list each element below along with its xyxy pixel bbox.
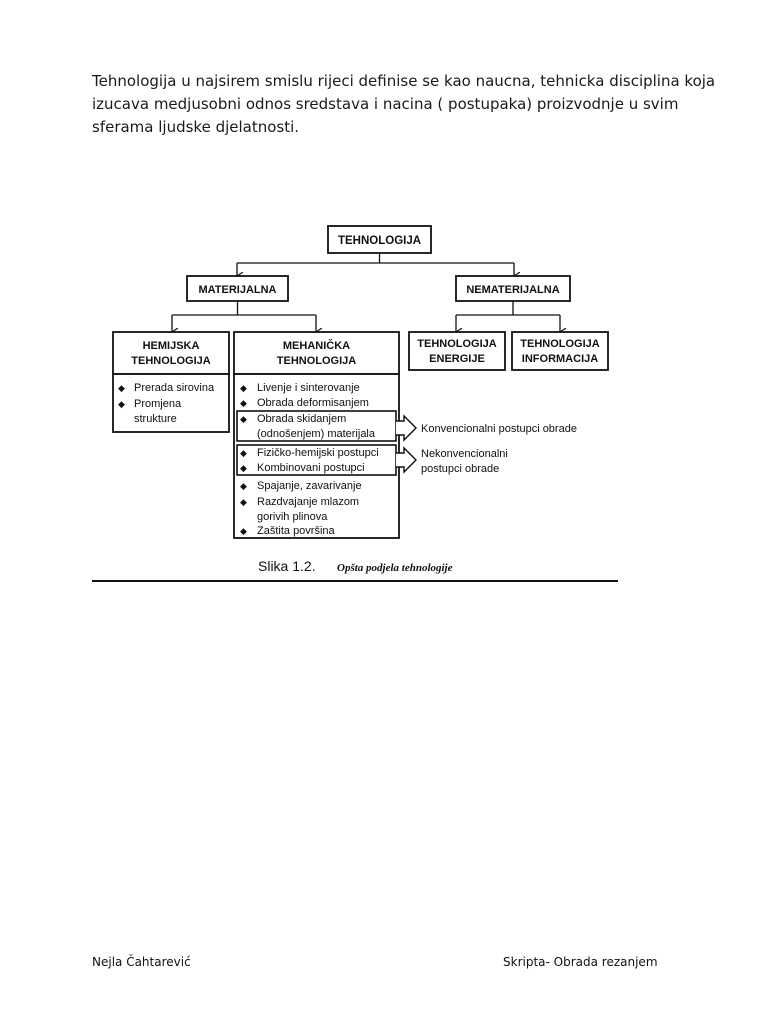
mehanicka-item: (odnošenjem) materijala <box>257 428 376 440</box>
konvencionalni-label: Konvencionalni postupci obrade <box>421 423 577 435</box>
energije-label-1: TEHNOLOGIJA <box>417 338 497 350</box>
nematerijalna-label: NEMATERIJALNA <box>466 284 559 296</box>
bullet-icon: ◆ <box>240 481 247 491</box>
bullet-icon: ◆ <box>118 399 125 409</box>
mehanicka-header-box <box>233 331 400 375</box>
bullet-icon: ◆ <box>240 398 247 408</box>
hemijska-list-box <box>112 373 230 433</box>
bullet-icon: ◆ <box>240 383 247 393</box>
informacija-box <box>511 331 609 371</box>
informacija-label-2: INFORMACIJA <box>522 353 598 365</box>
nekonvencionalni-arrow <box>396 446 417 474</box>
footer-author: Nejla Čahtarević <box>92 955 191 969</box>
intro-paragraph: Tehnologija u najsirem smislu rijeci def… <box>92 70 716 139</box>
mehanicka-label-1: MEHANIČKA <box>283 339 350 352</box>
nekonvencionalni-label-2: postupci obrade <box>421 463 499 475</box>
hemijska-item: Promjena <box>134 398 182 410</box>
connector-nematerijalna <box>456 301 560 332</box>
bullet-icon: ◆ <box>118 383 125 393</box>
intro-line: izucava medjusobni odnos sredstava i nac… <box>92 95 679 113</box>
intro-line: Tehnologija u najsirem smislu rijeci def… <box>92 72 716 90</box>
hemijska-item: strukture <box>134 413 177 425</box>
caption-text: Opšta podjela tehnologije <box>337 562 453 574</box>
connector-materijalna <box>172 301 316 332</box>
bullet-icon: ◆ <box>240 448 247 458</box>
mehanicka-item: Zaštita površina <box>257 525 336 537</box>
bullet-icon: ◆ <box>240 414 247 424</box>
energije-label-2: ENERGIJE <box>429 353 485 365</box>
bullet-icon: ◆ <box>240 463 247 473</box>
mehanicka-item: Livenje i sinterovanje <box>257 382 360 394</box>
mehanicka-item: gorivih plinova <box>257 511 328 523</box>
hemijska-header-box <box>112 331 230 375</box>
bullet-icon: ◆ <box>240 526 247 536</box>
energije-box <box>408 331 506 371</box>
mehanicka-item: Kombinovani postupci <box>257 462 365 474</box>
bullet-icon: ◆ <box>240 497 247 507</box>
hemijska-item: Prerada sirovina <box>134 382 215 394</box>
footer-title: Skripta- Obrada rezanjem <box>503 955 658 969</box>
mehanicka-item: Obrada deformisanjem <box>257 397 369 409</box>
mehanicka-item: Obrada skidanjem <box>257 413 346 425</box>
mehanicka-label-2: TEHNOLOGIJA <box>277 355 357 367</box>
intro-line: sferama ljudske djelatnosti. <box>92 118 300 136</box>
root-label: TEHNOLOGIJA <box>338 235 421 247</box>
mehanicka-item: Spajanje, zavarivanje <box>257 480 362 492</box>
root-box <box>327 225 432 254</box>
mehanicka-item: Razdvajanje mlazom <box>257 496 359 508</box>
nekonvencionalni-label-1: Nekonvencionalni <box>421 448 508 460</box>
mehanicka-item: Fizičko-hemijski postupci <box>257 447 379 459</box>
informacija-label-1: TEHNOLOGIJA <box>520 338 600 350</box>
hemijska-label-1: HEMIJSKA <box>143 340 200 352</box>
connector-root <box>237 253 514 276</box>
hemijska-label-2: TEHNOLOGIJA <box>131 355 211 367</box>
konvencionalni-arrow <box>396 414 417 442</box>
materijalna-label: MATERIJALNA <box>198 284 276 296</box>
caption-label: Slika 1.2. <box>258 558 316 574</box>
